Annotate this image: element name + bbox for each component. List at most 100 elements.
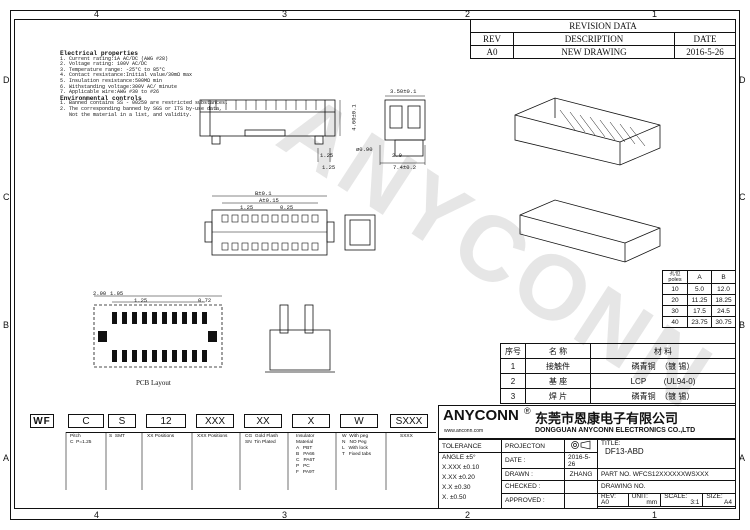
tolerance-label: TOLERANCE bbox=[438, 438, 502, 454]
part-code-segment: X bbox=[292, 414, 330, 428]
zone-right-c: C bbox=[739, 192, 746, 202]
checked-value bbox=[564, 480, 598, 494]
part-code-description: CG Gold Flash SN Tin Plated bbox=[245, 434, 279, 445]
revision-date-value: 2016-5-26 bbox=[674, 45, 736, 59]
materials-cell: 2 bbox=[500, 373, 526, 389]
electrical-note: 7. Applicable wire:AWG #30 to #26 bbox=[60, 89, 160, 96]
drawing-inner-frame bbox=[14, 19, 736, 509]
zone-bottom-4: 4 bbox=[94, 510, 100, 520]
end-view-drawing bbox=[344, 214, 376, 251]
tolerance-x-value: ±0.30 bbox=[454, 484, 471, 492]
materials-cell: 1 bbox=[500, 358, 526, 374]
part-code-segment: XX bbox=[244, 414, 282, 428]
part-code-description: Pitch C P=1.25 bbox=[70, 434, 92, 445]
materials-cell: 磷青铜 （镀 锡） bbox=[590, 358, 736, 374]
materials-header-material: 材 料 bbox=[590, 343, 736, 359]
dim-top-b: B±0.1 bbox=[255, 190, 272, 197]
tolerance-int-value: ±0.50 bbox=[449, 494, 467, 502]
zone-top-3: 3 bbox=[282, 9, 288, 19]
dim-side-thickness: ø0.90 bbox=[356, 146, 373, 153]
tolerance-xxx-value: ±0.10 bbox=[462, 464, 480, 472]
drawing-outer-frame bbox=[10, 10, 740, 520]
rev-label: REV: bbox=[601, 492, 616, 500]
part-code-description: W With peg N NO Peg L With lock T Fixed … bbox=[342, 434, 371, 457]
company-name-en: DONGGUAN ANYCONN ELECTRONICS CO.,LTD bbox=[535, 427, 696, 434]
part-code-legend-frame bbox=[66, 432, 436, 491]
dimension-header-b: B bbox=[711, 270, 736, 284]
approved-label: APPROVED : bbox=[501, 492, 565, 509]
zone-right-b: B bbox=[739, 320, 746, 330]
isometric-view-drawing bbox=[514, 97, 661, 166]
pcb-layout-label: PCB Layout bbox=[136, 379, 171, 387]
dim-pcb-1: 2.90 bbox=[93, 290, 107, 297]
date-value: 2016-5-26 bbox=[564, 452, 598, 469]
date-label: DATE : bbox=[501, 452, 565, 469]
zone-right-d: D bbox=[739, 75, 746, 85]
title-value: DF13-ABD bbox=[605, 447, 644, 456]
dim-top-pitch-2: 0.25 bbox=[280, 204, 294, 211]
electrical-note: 5. Insulation resistance:500MΩ min bbox=[60, 77, 163, 84]
dim-top-a: A±0.15 bbox=[259, 197, 279, 204]
scale-value: 3:1 bbox=[690, 498, 700, 506]
company-logo: ANYCONN bbox=[443, 407, 519, 424]
dim-side-width: 3.50±0.1 bbox=[390, 88, 417, 95]
dim-pcb-3: 1.25 bbox=[134, 297, 148, 304]
angle-value: ±5° bbox=[465, 454, 476, 462]
dim-pcb-4: 0.72 bbox=[198, 297, 212, 304]
materials-header-name: 名 称 bbox=[525, 343, 591, 359]
dim-side-height: 4.60±0.1 bbox=[350, 104, 358, 131]
materials-cell: 基 座 bbox=[525, 373, 591, 389]
electrical-note: 4. Contact resistance:Initial value/30mΩ… bbox=[60, 72, 193, 79]
pcb-layout-drawing bbox=[93, 295, 223, 368]
dim-top-pitch-1: 1.25 bbox=[240, 204, 254, 211]
isometric-bottom-view-drawing bbox=[519, 199, 661, 263]
projection-symbol-icon bbox=[571, 440, 591, 450]
electrical-title: Electrical properties bbox=[60, 50, 138, 57]
dimension-header-poles: 孔位poles bbox=[662, 270, 688, 284]
materials-cell: 3 bbox=[500, 388, 526, 404]
part-code-segment: S bbox=[108, 414, 136, 428]
dim-side-total: 7.4±0.2 bbox=[393, 164, 417, 171]
projection-label: PROJECTON bbox=[501, 438, 565, 454]
dim-pcb-2: 1.05 bbox=[110, 290, 124, 297]
zone-right-a: A bbox=[739, 453, 746, 463]
title-block: TOLERANCE PROJECTON TITLE: DF13-ABD ANGL… bbox=[438, 438, 736, 509]
materials-cell: 磷青铜 （镀 锡） bbox=[590, 388, 736, 404]
part-code-prefix: WF bbox=[30, 414, 54, 428]
company-name-cn: 东莞市恩康电子有限公司 bbox=[535, 412, 679, 427]
size-value: A4 bbox=[724, 498, 732, 506]
part-code-segment: SXXX bbox=[390, 414, 428, 428]
company-website: www.anconn.com bbox=[444, 428, 484, 434]
zone-left-d: D bbox=[3, 75, 10, 85]
environmental-note: 2. The corresponding banned by SGS or IT… bbox=[60, 105, 223, 112]
size-label: SIZE: bbox=[706, 492, 723, 500]
part-code-segment: C bbox=[68, 414, 104, 428]
tolerance-xx: X.XX bbox=[442, 474, 457, 482]
environmental-note: 1. Banned contains SS - 00259 are restri… bbox=[60, 100, 229, 107]
notes-block: Electrical properties 1. Current rating:… bbox=[60, 51, 228, 118]
dimension-cell: 18.25 bbox=[711, 294, 736, 306]
dimension-cell: 23.75 bbox=[687, 316, 712, 328]
part-code-segment: XXX bbox=[196, 414, 234, 428]
zone-top-1: 1 bbox=[652, 9, 658, 19]
unit-value: mm bbox=[646, 498, 658, 506]
dimension-cell: 17.5 bbox=[687, 305, 712, 317]
part-code-segment: 12 bbox=[146, 414, 186, 428]
angle-label: ANGLE bbox=[442, 454, 465, 462]
electrical-note: 3. Temperature range: -25°C to 85°C bbox=[60, 66, 166, 73]
checked-label: CHECKED : bbox=[501, 480, 565, 494]
dim-side-pitch: 1.25 bbox=[322, 164, 336, 171]
environmental-title: Environmental controls bbox=[60, 94, 142, 102]
projection-icon bbox=[564, 438, 598, 454]
title-label: TITLE: bbox=[601, 440, 621, 447]
zone-bottom-2: 2 bbox=[465, 510, 471, 520]
revision-table: REVISION DATA REV DESCRIPTION DATE A0 NE… bbox=[470, 19, 736, 59]
zone-left-a: A bbox=[3, 453, 10, 463]
